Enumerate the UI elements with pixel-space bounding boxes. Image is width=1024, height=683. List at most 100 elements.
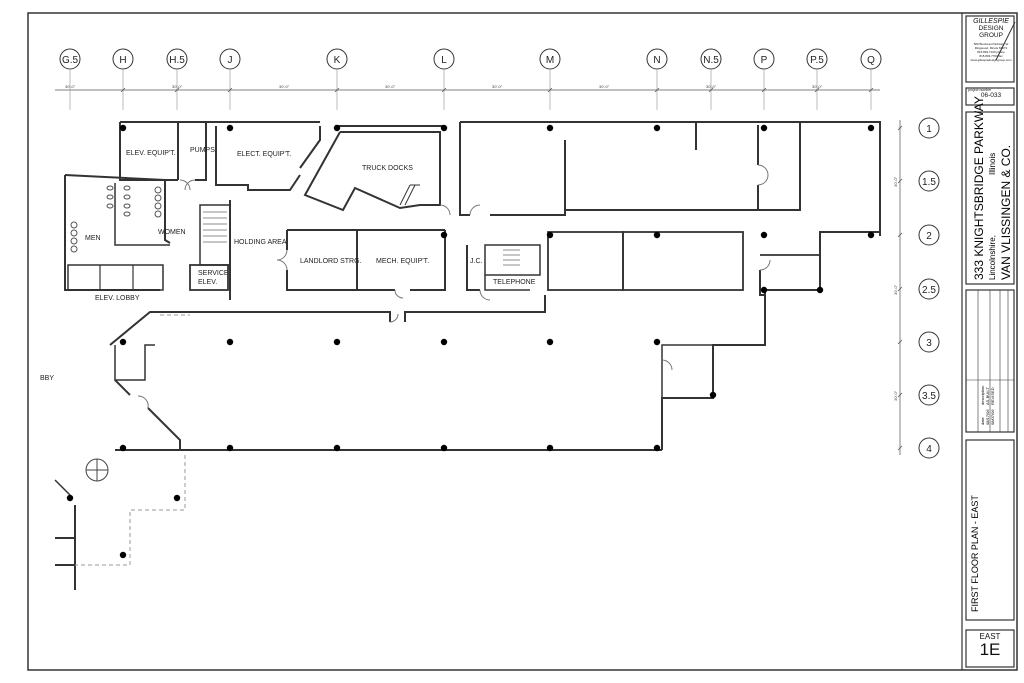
column-dot bbox=[226, 338, 234, 346]
svg-text:G.5: G.5 bbox=[62, 55, 79, 66]
svg-text:Q: Q bbox=[867, 55, 875, 66]
room-elect-equip: ELECT. EQUIP'T. bbox=[237, 151, 291, 158]
grid-bubble-p-5: P.5 bbox=[806, 48, 828, 110]
column-dot bbox=[173, 494, 181, 502]
grid-bubble-row-3: 3 bbox=[918, 331, 940, 353]
drawing-title: FIRST FLOOR PLAN - EAST bbox=[970, 495, 980, 612]
room-labels: ELEV. EQUIP'T. PUMPS ELECT. EQUIP'T. TRU… bbox=[40, 147, 536, 382]
svg-text:1.5: 1.5 bbox=[922, 177, 936, 188]
svg-text:30'-0": 30'-0" bbox=[893, 390, 898, 401]
grid-bubble-h: H bbox=[112, 48, 134, 110]
column-dot bbox=[816, 286, 824, 294]
room-lobby-partial: BBY bbox=[40, 375, 54, 382]
column-dot bbox=[653, 338, 661, 346]
grid-rows: 1 1.5 2 2.5 3 3.5 4 bbox=[918, 117, 940, 459]
room-elev-equip: ELEV. EQUIP'T. bbox=[126, 150, 176, 157]
svg-text:4: 4 bbox=[926, 444, 932, 455]
svg-text:3.5: 3.5 bbox=[922, 391, 936, 402]
svg-text:J: J bbox=[228, 55, 233, 66]
firm-address-line: Ringwood, Illinois 60072 bbox=[974, 46, 1008, 50]
project-state: Illinois bbox=[988, 152, 997, 175]
toilet-fixtures bbox=[70, 185, 162, 253]
room-truck-docks: TRUCK DOCKS bbox=[362, 165, 413, 172]
column-dot bbox=[546, 231, 554, 239]
structural-columns bbox=[66, 124, 875, 559]
firm-address-line: 815.893.7100 phone bbox=[977, 50, 1005, 54]
svg-text:P: P bbox=[761, 55, 768, 66]
door-swings bbox=[137, 164, 771, 409]
grid-bubble-row-2-5: 2.5 bbox=[918, 278, 940, 300]
column-dot bbox=[333, 338, 341, 346]
svg-text:M: M bbox=[546, 55, 554, 66]
svg-text:3: 3 bbox=[926, 338, 932, 349]
svg-text:2: 2 bbox=[926, 231, 932, 242]
project-number-label: project number bbox=[968, 88, 992, 92]
column-dot bbox=[760, 124, 768, 132]
room-telephone: TELEPHONE bbox=[493, 279, 536, 286]
svg-text:30'-0": 30'-0" bbox=[172, 84, 183, 89]
svg-text:H: H bbox=[119, 55, 126, 66]
column-dot bbox=[760, 286, 768, 294]
column-dot bbox=[709, 391, 717, 399]
room-women: WOMEN bbox=[158, 229, 186, 236]
room-service-elev-1: SERVICE bbox=[198, 270, 229, 277]
column-dot bbox=[546, 124, 554, 132]
room-jc: J.C. bbox=[470, 258, 483, 265]
grid-bubble-n: N bbox=[646, 48, 668, 110]
column-dot bbox=[440, 444, 448, 452]
grid-bubble-row-4: 4 bbox=[918, 437, 940, 459]
room-landlord-strg: LANDLORD STRG. bbox=[300, 258, 362, 265]
column-dot bbox=[119, 444, 127, 452]
sheet-id-block: EAST 1E bbox=[966, 632, 1014, 659]
sheet-number: 1E bbox=[979, 640, 1001, 659]
column-dot bbox=[226, 124, 234, 132]
grid-bubble-row-1-5: 1.5 bbox=[918, 170, 940, 192]
top-dimension-labels: 30'-0"30'-0"30'-0"30'-0"30'-0"30'-0"30'-… bbox=[65, 84, 874, 93]
svg-text:30'-0": 30'-0" bbox=[706, 84, 717, 89]
svg-text:30'-0": 30'-0" bbox=[893, 284, 898, 295]
column-dot bbox=[653, 124, 661, 132]
project-client: VAN VLISSINGEN & CO. bbox=[999, 144, 1013, 280]
svg-text:K: K bbox=[334, 55, 341, 66]
svg-text:1: 1 bbox=[926, 124, 932, 135]
column-dot bbox=[867, 231, 875, 239]
svg-text:30'-0": 30'-0" bbox=[599, 84, 610, 89]
column-dot bbox=[440, 338, 448, 346]
grid-bubble-j: J bbox=[219, 48, 241, 110]
firm-logo: GILLESPIE DESIGN GROUP 500 Business Park… bbox=[968, 18, 1014, 62]
project-number-block: project number 06-033 bbox=[968, 88, 1014, 99]
column-dot bbox=[653, 231, 661, 239]
column-dot bbox=[440, 231, 448, 239]
column-dot bbox=[226, 444, 234, 452]
revision-row-2-description: REVISED bbox=[990, 387, 995, 405]
column-dot bbox=[440, 124, 448, 132]
firm-address-line: www.gillespiedesigngroup.com bbox=[970, 58, 1012, 62]
column-dot bbox=[333, 124, 341, 132]
svg-text:30'-0": 30'-0" bbox=[812, 84, 823, 89]
grid-bubble-k: K bbox=[326, 48, 348, 110]
room-elev-lobby: ELEV. LOBBY bbox=[95, 295, 140, 302]
room-men: MEN bbox=[85, 235, 101, 242]
grid-bubble-row-3-5: 3.5 bbox=[918, 384, 940, 406]
project-city: Lincolnshire, bbox=[988, 235, 997, 280]
grid-bubble-m: M bbox=[539, 48, 561, 110]
grid-bubble-row-1: 1 bbox=[918, 117, 940, 139]
column-dot bbox=[66, 494, 74, 502]
column-dot bbox=[867, 124, 875, 132]
firm-address-line: 815.893.7700 fax bbox=[979, 54, 1003, 58]
revision-row-2-date: 08/07/06 bbox=[990, 409, 995, 425]
grid-bubble-g-5: G.5 bbox=[59, 48, 81, 110]
grid-bubble-h-5: H.5 bbox=[166, 48, 188, 110]
project-number: 06-033 bbox=[980, 92, 1002, 99]
svg-text:H.5: H.5 bbox=[169, 55, 185, 66]
svg-text:N.5: N.5 bbox=[703, 55, 719, 66]
svg-text:30'-0": 30'-0" bbox=[385, 84, 396, 89]
north-arrow-symbol bbox=[85, 458, 109, 482]
firm-name-line1: GILLESPIE bbox=[973, 18, 1009, 25]
room-mech-equip: MECH. EQUIP'T. bbox=[376, 258, 429, 265]
grid-bubble-q: Q bbox=[860, 48, 882, 110]
svg-text:30'-0": 30'-0" bbox=[279, 84, 290, 89]
walls bbox=[54, 121, 881, 590]
